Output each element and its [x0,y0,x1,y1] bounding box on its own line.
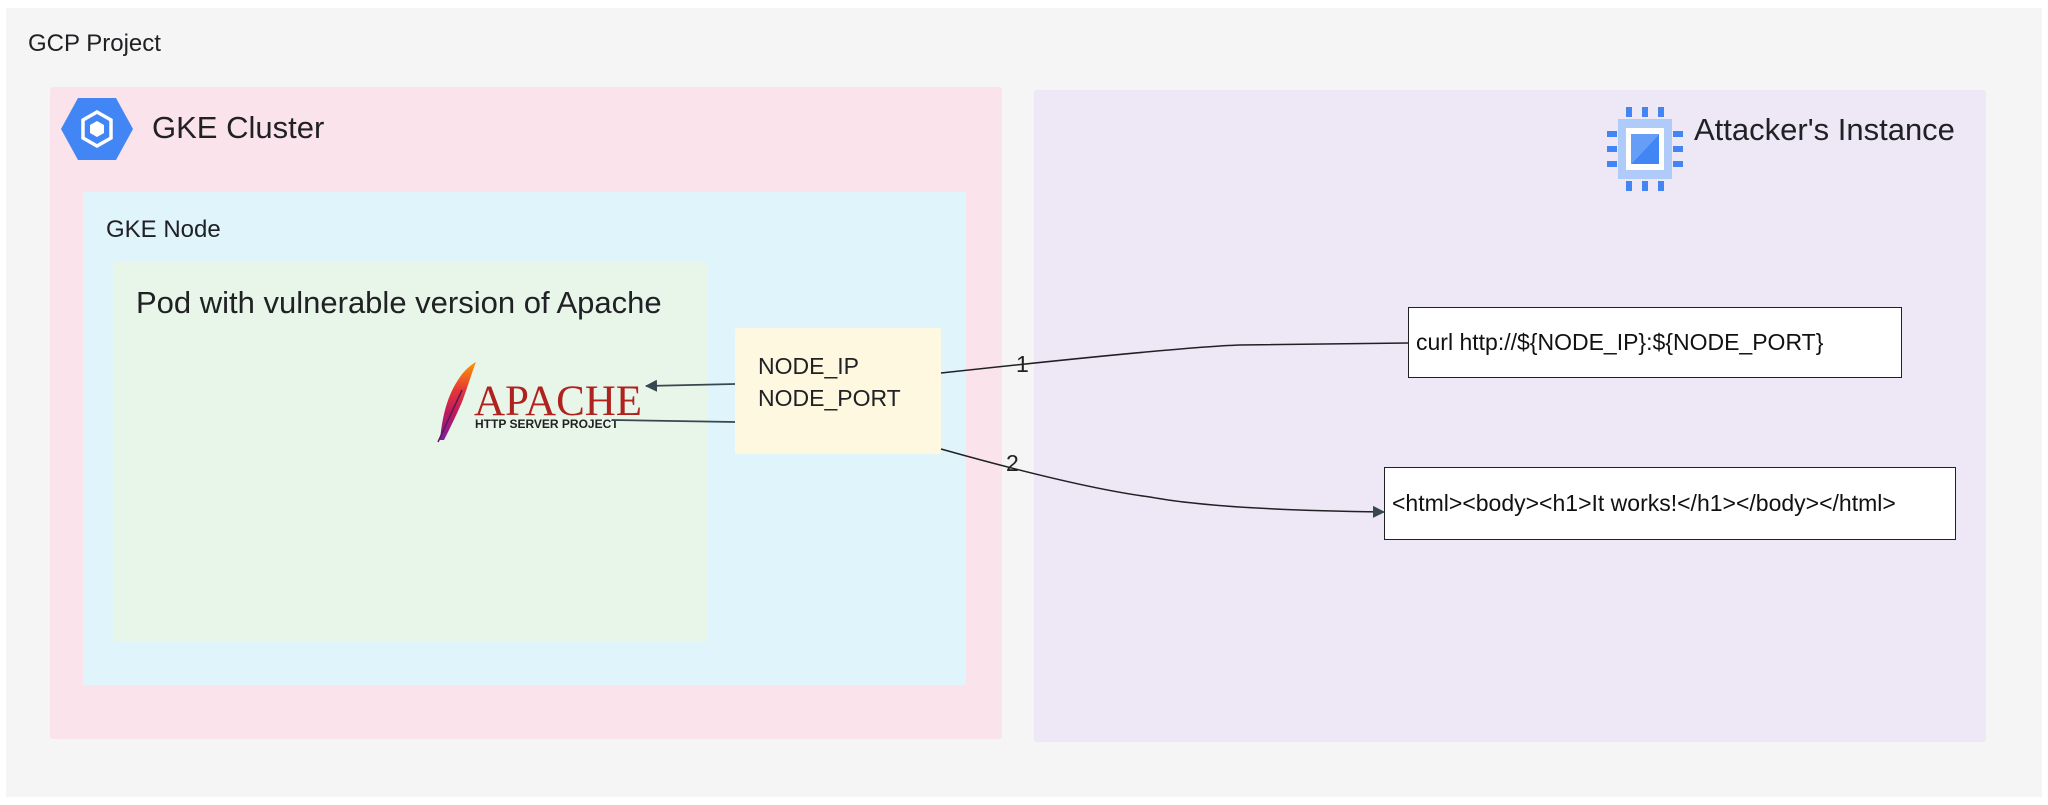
apache-tagline: HTTP SERVER PROJECT [475,417,619,431]
gke-cluster-label: GKE Cluster [152,110,325,145]
gke-node-label: GKE Node [106,216,221,243]
edge-service-to-apache [645,379,736,392]
compute-engine-chip-icon [1607,107,1683,191]
gcp-project-label: GCP Project [28,30,161,57]
pod-container [113,262,707,642]
edge-service-to-response [940,448,1385,518]
edge-label-step-1: 1 [1016,351,1029,377]
node-port-service: NODE_IP NODE_PORT [735,328,941,454]
response-html-text: <html><body><h1>It works!</h1></body></h… [1392,490,1896,516]
pod-label: Pod with vulnerable version of Apache [136,285,662,320]
attacker-instance-label: Attacker's Instance [1694,112,1955,147]
node-ip-label: NODE_IP [758,353,859,379]
edge-curl-to-service [940,342,1409,374]
node-port-label: NODE_PORT [758,385,901,411]
gke-hexagon-icon [61,98,133,160]
apache-wordmark: APACHE [474,378,642,425]
edge-apache-to-service [611,419,736,423]
response-box: <html><body><h1>It works!</h1></body></h… [1384,467,1956,540]
curl-request-box: curl http://${NODE_IP}:${NODE_PORT} [1408,307,1902,378]
apache-http-server-logo: APACHE HTTP SERVER PROJECT [437,362,642,443]
edge-label-step-2: 2 [1006,450,1019,476]
curl-command-text: curl http://${NODE_IP}:${NODE_PORT} [1416,329,1824,355]
attacker-instance-container [1034,90,1986,742]
